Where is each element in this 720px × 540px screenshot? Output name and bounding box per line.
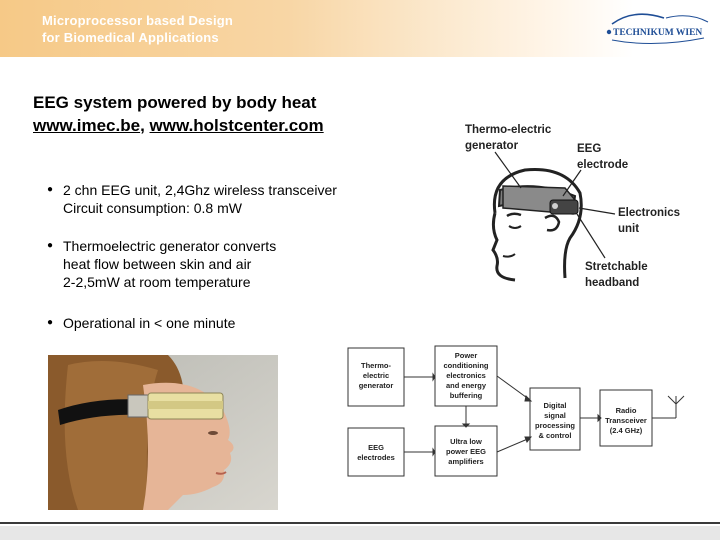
imec-link[interactable]: www.imec.be [33,116,141,135]
power-line4: and energy [446,381,487,390]
label-electronics-line1: Electronics [618,207,680,219]
radio-line1: Radio [616,406,637,415]
header-bar: Microprocessor based Design for Biomedic… [0,0,720,57]
teg-line2: electric [363,371,389,380]
label-thermoelectric-line1: Thermo-electric [465,124,552,136]
label-electronics-line2: unit [618,223,639,235]
holstcenter-link[interactable]: www.holstcenter.com [149,116,324,135]
head-diagram: Thermo-electric generator EEG electrode … [465,124,680,289]
bullet-line: 2-2,5mW at room temperature [63,274,251,290]
bullet-line: Thermoelectric generator converts [63,238,277,254]
slide-links: www.imec.be, www.holstcenter.com [33,115,324,137]
link-separator: , [140,116,150,135]
radio-line3: (2.4 GHz) [610,426,643,435]
logo-text: TECHNIKUM WIEN [613,28,702,38]
eeg-line2: electrodes [357,453,395,462]
label-eeg-line1: EEG [577,143,601,155]
course-title-line2: for Biomedical Applications [42,30,219,45]
bullet-item: ● Operational in < one minute [47,314,235,332]
bullet-item: ● Thermoelectric generator converts heat… [47,237,276,291]
bullet-dot-icon: ● [47,184,54,195]
teg-line3: generator [359,381,394,390]
power-line5: buffering [450,391,483,400]
label-headband-line1: Stretchable [585,261,648,273]
bullet-item: ● 2 chn EEG unit, 2,4Ghz wireless transc… [47,181,337,217]
label-headband-line2: headband [585,277,639,289]
dsp-line3: processing [535,421,575,430]
bullet-dot-icon: ● [47,240,54,251]
bullet-line: heat flow between skin and air [63,256,252,272]
bullet-dot-icon: ● [47,317,54,328]
footer-line [0,522,720,524]
dsp-line2: signal [544,411,566,420]
power-line3: electronics [446,371,486,380]
bullet-line: Circuit consumption: 0.8 mW [63,200,242,216]
power-block [434,345,498,407]
amp-line1: Ultra low [450,437,482,446]
bullet-line: Operational in < one minute [63,315,236,331]
amp-line3: amplifiers [448,457,483,466]
antenna-icon [652,395,685,419]
slide-title: EEG system powered by body heat [33,93,317,112]
block-diagram: Thermo- electric generator Power conditi… [347,345,685,477]
course-title-line1: Microprocessor based Design [42,13,234,28]
course-title: Microprocessor based Design for Biomedic… [42,12,233,46]
radio-line2: Transceiver [605,416,647,425]
headband-photo [48,355,278,510]
footer-bar [0,526,720,540]
eeg-line1: EEG [368,443,384,452]
dsp-line4: & control [539,431,572,440]
teg-line1: Thermo- [361,361,392,370]
dsp-line1: Digital [544,401,567,410]
technikum-wien-logo: TECHNIKUM WIEN [606,13,709,45]
bullet-line: 2 chn EEG unit, 2,4Ghz wireless transcei… [63,182,337,198]
amplifier-block [434,425,498,477]
amp-line2: power EEG [446,447,486,456]
eeg-block [347,427,405,477]
power-line1: Power [455,351,478,360]
dsp-block [529,387,581,451]
label-eeg-line2: electrode [577,159,628,171]
power-line2: conditioning [444,361,489,370]
label-thermoelectric-line2: generator [465,140,519,152]
